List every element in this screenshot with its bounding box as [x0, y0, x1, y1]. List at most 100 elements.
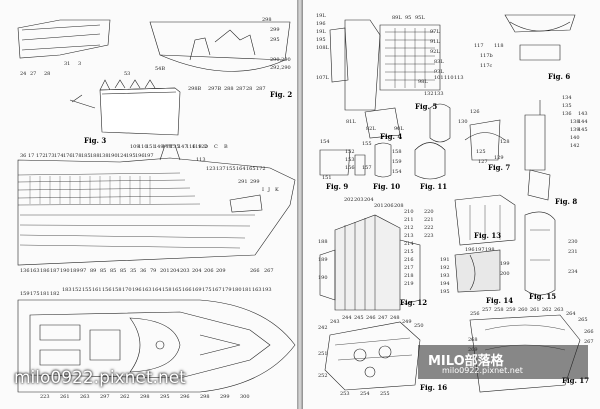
- part-number: 202: [344, 197, 354, 203]
- part-number: 173: [45, 153, 55, 159]
- part-number: 172: [36, 153, 46, 159]
- part-number: 126: [470, 109, 480, 115]
- part-number: 155: [226, 166, 236, 172]
- part-number: 165: [172, 287, 182, 293]
- part-number: 36: [20, 153, 27, 159]
- part-number: 158: [162, 287, 172, 293]
- part-number: 174: [54, 153, 64, 159]
- part-number: 108L: [316, 45, 329, 51]
- part-number: 217: [404, 265, 414, 271]
- part-number: 118: [494, 43, 504, 49]
- part-number: 101: [434, 75, 444, 81]
- part-number: 175: [30, 291, 40, 297]
- part-number: 180: [232, 287, 242, 293]
- part-number: I: [262, 187, 264, 193]
- part-number: 298: [200, 394, 210, 400]
- part-number: 290,290: [270, 57, 291, 63]
- part-number: 109: [130, 144, 140, 150]
- watermark-left: milo0922.pixnet.net: [14, 368, 186, 388]
- part-number: 152: [345, 149, 355, 155]
- part-number: 234: [568, 269, 578, 275]
- part-number: 245: [354, 315, 364, 321]
- part-number: 97: [80, 268, 87, 274]
- part-number: 242: [318, 325, 328, 331]
- part-number: 196: [132, 287, 142, 293]
- part-number: 142: [570, 143, 580, 149]
- part-number: 135: [170, 144, 180, 150]
- part-number: 53: [124, 71, 131, 77]
- part-number: 298: [262, 17, 272, 23]
- fig-label-left-0: Fig. 2: [270, 90, 293, 99]
- part-number: 187: [50, 268, 60, 274]
- part-number: 192: [440, 265, 450, 271]
- part-number: 212: [404, 225, 414, 231]
- part-number: 186: [40, 268, 50, 274]
- part-number: 117c: [480, 63, 493, 69]
- part-number: 268: [468, 337, 478, 343]
- part-number: 295: [270, 37, 280, 43]
- part-number: 135: [562, 103, 572, 109]
- part-number: 220: [424, 209, 434, 215]
- part-number: 110: [444, 75, 454, 81]
- part-number: 122: [198, 144, 208, 150]
- part-number: 3: [78, 61, 82, 67]
- part-number: 197: [144, 153, 154, 159]
- fig-label-right-7: Fig. 11: [420, 182, 448, 191]
- part-number: 178: [72, 153, 82, 159]
- part-number: 81L: [346, 119, 356, 125]
- part-number: 145: [578, 127, 588, 133]
- part-number: 54B: [155, 66, 166, 72]
- part-number: 85: [110, 268, 117, 274]
- part-number: 204: [192, 268, 202, 274]
- part-number: 197: [475, 247, 485, 253]
- fig-label-right-10: Fig. 14: [486, 296, 514, 305]
- part-number: 85: [120, 268, 127, 274]
- part-number: 89: [90, 268, 97, 274]
- book-gutter: [297, 0, 303, 409]
- part-number: 196: [135, 153, 145, 159]
- part-number: 287: [236, 86, 246, 92]
- part-number: 151: [146, 144, 156, 150]
- part-number: 195: [316, 37, 326, 43]
- part-number: 196: [316, 21, 326, 27]
- part-number: 219: [404, 281, 414, 287]
- part-number: 132: [424, 91, 434, 97]
- part-number: 288: [224, 86, 234, 92]
- part-number: 253: [340, 391, 350, 397]
- part-number: 218: [404, 273, 414, 279]
- part-number: 147: [178, 144, 188, 150]
- part-number: 92L: [430, 49, 440, 55]
- part-number: 28: [246, 86, 253, 92]
- part-number: 259: [506, 307, 516, 313]
- part-number: 19L: [316, 29, 326, 35]
- part-number: 170: [122, 287, 132, 293]
- part-number: 95: [405, 15, 412, 21]
- part-number: 181: [242, 287, 252, 293]
- part-number: 182: [50, 291, 60, 297]
- part-number: 200: [500, 271, 510, 277]
- part-number: 159: [20, 291, 30, 297]
- part-number: 95L: [415, 15, 425, 21]
- part-number: 193: [262, 287, 272, 293]
- part-number: 211: [404, 217, 414, 223]
- part-number: 155: [362, 141, 372, 147]
- part-number: 156: [102, 287, 112, 293]
- part-number: 266: [584, 329, 594, 335]
- part-number: 251: [318, 351, 328, 357]
- part-number: 262: [120, 394, 130, 400]
- part-number: 97L: [430, 29, 440, 35]
- part-number: 215: [404, 249, 414, 255]
- part-number: 161: [92, 287, 102, 293]
- part-number: 223: [40, 394, 50, 400]
- part-number: 167: [212, 287, 222, 293]
- part-number: 123: [206, 166, 216, 172]
- part-number: 262: [542, 307, 552, 313]
- part-number: 210: [404, 209, 414, 215]
- part-number: 198: [485, 247, 495, 253]
- part-number: 249: [402, 319, 412, 325]
- part-number: J: [268, 187, 271, 193]
- part-number: 287: [256, 86, 266, 92]
- part-number: 158: [392, 149, 402, 155]
- part-number: 194: [440, 281, 450, 287]
